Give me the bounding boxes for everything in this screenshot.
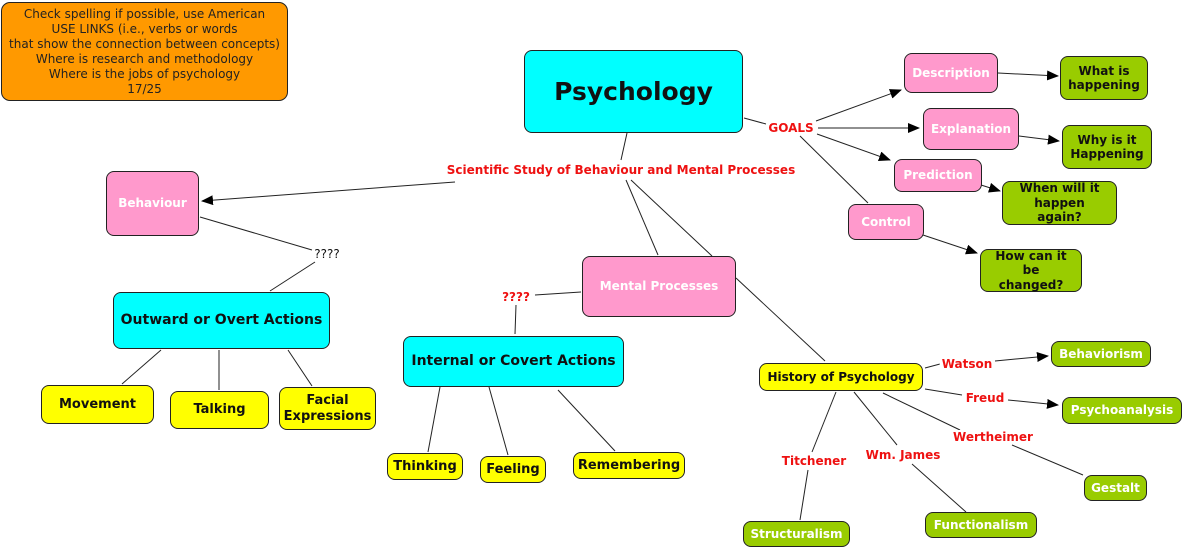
link-label-scientific-study: Scientific Study of Behaviour and Mental… <box>444 163 798 177</box>
connector-goals-prediction <box>816 133 891 162</box>
link-label-mental-unknown: ???? <box>500 290 532 304</box>
note-line: 17/25 <box>127 81 162 96</box>
connector-history-freud <box>924 388 963 396</box>
node-outward-actions[interactable]: Outward or Overt Actions <box>113 292 330 349</box>
note-line: that show the connection between concept… <box>9 36 280 51</box>
connector-titchener-structuralism <box>799 469 809 521</box>
node-prediction[interactable]: Prediction <box>894 159 982 192</box>
link-label-freud: Freud <box>963 391 1007 405</box>
node-how-can-it-be-changed[interactable]: How can it be changed? <box>980 249 1082 292</box>
connector-history-watson <box>924 363 941 369</box>
link-label-behaviour-unknown: ???? <box>312 247 342 261</box>
node-control[interactable]: Control <box>848 204 924 240</box>
connector-goals-control <box>799 135 869 204</box>
node-behaviorism[interactable]: Behaviorism <box>1051 341 1151 367</box>
connector-wertheimer-gestalt <box>1011 444 1084 476</box>
node-functionalism[interactable]: Functionalism <box>925 512 1037 538</box>
connector-scientific-mental-1 <box>625 179 659 256</box>
connector-internal-thinking <box>427 386 441 453</box>
connector-history-wmjames <box>853 391 898 446</box>
node-remembering[interactable]: Remembering <box>573 452 685 479</box>
node-structuralism[interactable]: Structuralism <box>743 521 850 547</box>
connector-wmjames-functionalism <box>911 463 967 513</box>
link-label-goals: GOALS <box>766 121 816 135</box>
node-feeling[interactable]: Feeling <box>480 456 546 483</box>
node-what-is-happening[interactable]: What is happening <box>1060 56 1148 100</box>
node-psychology[interactable]: Psychology <box>524 50 743 133</box>
node-description[interactable]: Description <box>904 53 998 93</box>
node-when-will-it-happen[interactable]: When will it happen again? <box>1002 181 1117 225</box>
connector-history-titchener <box>811 391 837 453</box>
node-movement[interactable]: Movement <box>41 385 154 424</box>
instructor-note: Check spelling if possible, use American… <box>1 2 288 101</box>
connector-unknown-outward <box>269 261 316 292</box>
connector-explanation-why <box>1018 134 1060 145</box>
connector-mental-unknown <box>534 291 582 296</box>
link-label-wm-james: Wm. James <box>863 448 943 462</box>
node-history-of-psychology[interactable]: History of Psychology <box>759 363 923 391</box>
connector-history-wertheimer <box>882 392 961 431</box>
connector-internal-remembering <box>557 389 616 452</box>
link-label-watson: Watson <box>939 357 995 371</box>
connector-psychology-scientific <box>620 132 628 161</box>
node-gestalt[interactable]: Gestalt <box>1084 475 1147 501</box>
connector-watson-behaviorism <box>994 352 1049 363</box>
connector-goals-description <box>815 89 902 122</box>
note-line: Where is research and methodology <box>35 51 254 66</box>
connector-psychology-goals <box>743 117 767 125</box>
connector-outward-movement <box>121 349 162 385</box>
node-explanation[interactable]: Explanation <box>923 108 1019 150</box>
note-line: Where is the jobs of psychology <box>48 66 241 81</box>
connector-internal-feeling <box>488 386 509 456</box>
link-label-titchener: Titchener <box>779 454 849 468</box>
connector-mental-history <box>735 277 826 362</box>
connector-scientific-mental-2 <box>630 179 713 257</box>
node-why-is-it-happening[interactable]: Why is it Happening <box>1062 125 1152 169</box>
node-internal-actions[interactable]: Internal or Covert Actions <box>403 336 624 387</box>
note-line: Check spelling if possible, use American <box>23 6 266 21</box>
node-psychoanalysis[interactable]: Psychoanalysis <box>1062 397 1182 424</box>
connector-outward-facial <box>287 349 313 387</box>
link-label-wertheimer: Wertheimer <box>951 430 1035 444</box>
connector-control-how <box>922 234 978 255</box>
node-thinking[interactable]: Thinking <box>387 453 463 480</box>
connector-unknown-internal <box>514 304 517 335</box>
note-line: USE LINKS (i.e., verbs or words <box>51 21 238 36</box>
node-talking[interactable]: Talking <box>170 391 269 429</box>
connector-behaviour-unknown <box>199 216 313 251</box>
node-mental-processes[interactable]: Mental Processes <box>582 256 736 317</box>
node-behaviour[interactable]: Behaviour <box>106 171 199 236</box>
connector-prediction-when <box>980 182 1001 193</box>
connector-description-what <box>997 70 1059 81</box>
node-facial-expressions[interactable]: Facial Expressions <box>279 387 376 430</box>
connector-scientific-behaviour <box>201 181 456 206</box>
connector-freud-psychoanalysis <box>1007 398 1059 409</box>
